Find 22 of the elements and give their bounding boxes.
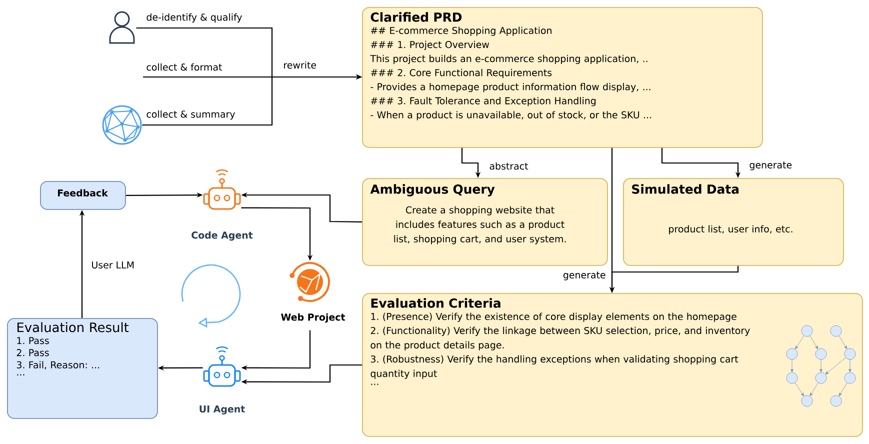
edge-label: abstract: [488, 161, 530, 171]
network-icon: [102, 105, 142, 145]
edge-label: de-identify & qualify: [145, 12, 244, 24]
edge-label: collect & summary: [145, 109, 236, 121]
query-box: Ambiguous Query Create a shopping website that includes features such as a product list, shopping cart, and user system.: [362, 178, 608, 266]
edge-label: generate: [562, 270, 607, 282]
icon-caption: Web Project: [281, 313, 346, 323]
result-box: Evaluation Result 1. Pass 2. Pass 3. Fail, Reason: ... ...: [7, 318, 158, 419]
edge-label: collect & format: [145, 62, 224, 72]
icon-caption: Code Agent: [192, 231, 253, 241]
feedback-box: Feedback: [40, 181, 126, 210]
prd-box: Clarified PRD ## E-commerce Shopping Application ### 1. Project Overview This project builds an e-commerce shopping application, .. ### 2. Core Functional Requirements - Provides a homepage product information flow display, ... ### 3. Fault Tolerance and Exception Handling - When a product is unavailable, out of stock, or the SKU ...: [362, 7, 763, 148]
edge-label: User LLM: [90, 260, 136, 270]
globe-icon: [290, 262, 330, 302]
step-label: rewrite: [282, 60, 318, 70]
criteria-box: Evaluation Criteria 1. (Presence) Verify the existence of core display elements on the homepage 2. (Functionality) Verify the linkage between SKU selection, price, and inventory on the product details page. 3. (Robustness) Verify the handling exceptions when validating shopping cart quantity input ...: [362, 293, 863, 437]
icon-caption: UI Agent: [200, 406, 245, 414]
robot-icon: [203, 346, 241, 387]
person-icon: [109, 11, 135, 44]
edge-label: generate: [748, 160, 794, 172]
robot-icon: [203, 169, 241, 210]
data-box: Simulated Data product list, user info, etc.: [623, 178, 844, 266]
